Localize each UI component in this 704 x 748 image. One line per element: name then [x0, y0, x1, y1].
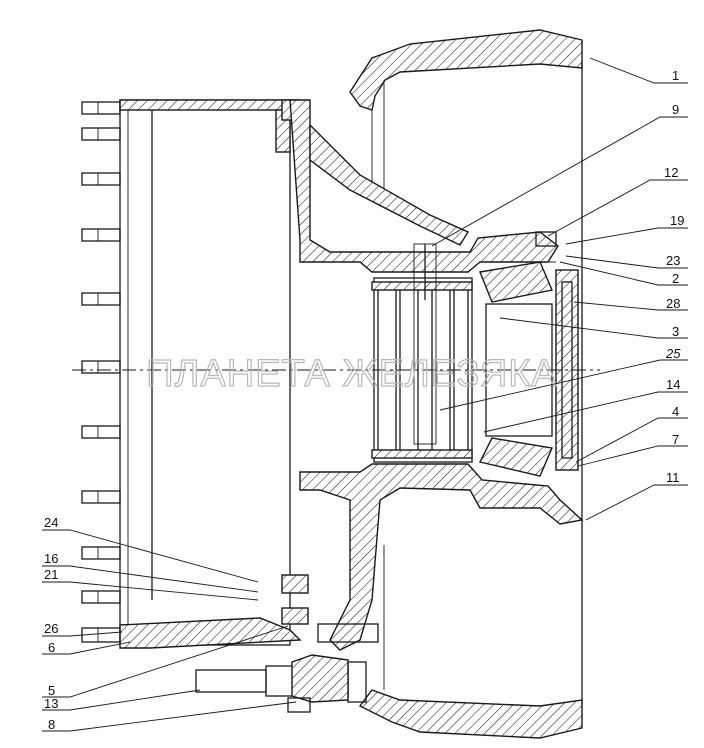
- callout-5: 5: [48, 683, 55, 698]
- callout-21: 21: [44, 567, 58, 582]
- callout-12: 12: [664, 165, 678, 180]
- callout-14: 14: [666, 377, 680, 392]
- hub: [281, 99, 584, 651]
- stud: [81, 590, 121, 604]
- stud: [81, 425, 121, 439]
- callout-28: 28: [666, 296, 680, 311]
- callout-4: 4: [672, 404, 679, 419]
- callout-2: 2: [672, 271, 679, 286]
- callout-6: 6: [48, 640, 55, 655]
- callout-26: 26: [44, 621, 58, 636]
- brake-drum: [349, 29, 583, 739]
- callouts: 1 9 12 19 23 2 28 3 25 14 4 7 11 24 16 2…: [44, 68, 684, 732]
- callout-7: 7: [672, 432, 679, 447]
- leader-lines: [42, 57, 688, 732]
- callout-16: 16: [44, 551, 58, 566]
- callout-9: 9: [672, 102, 679, 117]
- left-housing: [119, 99, 302, 649]
- callout-3: 3: [672, 324, 679, 339]
- callout-19: 19: [670, 213, 684, 228]
- stud: [81, 546, 121, 560]
- stud: [81, 360, 121, 374]
- callout-1: 1: [672, 68, 679, 83]
- callout-25: 25: [665, 346, 681, 361]
- stud: [81, 101, 121, 115]
- callout-24: 24: [44, 515, 58, 530]
- bolt-13: [195, 623, 379, 713]
- callout-23: 23: [666, 253, 680, 268]
- studs: [81, 101, 121, 643]
- stud: [81, 228, 121, 242]
- watermark: ПЛАНЕТА ЖЕЛЕЗЯКА: [146, 353, 558, 395]
- stud: [81, 490, 121, 504]
- callout-13: 13: [44, 696, 58, 711]
- callout-11: 11: [666, 470, 680, 485]
- callout-8: 8: [48, 717, 55, 732]
- stud: [81, 172, 121, 186]
- stud: [81, 127, 121, 141]
- stud: [81, 292, 121, 306]
